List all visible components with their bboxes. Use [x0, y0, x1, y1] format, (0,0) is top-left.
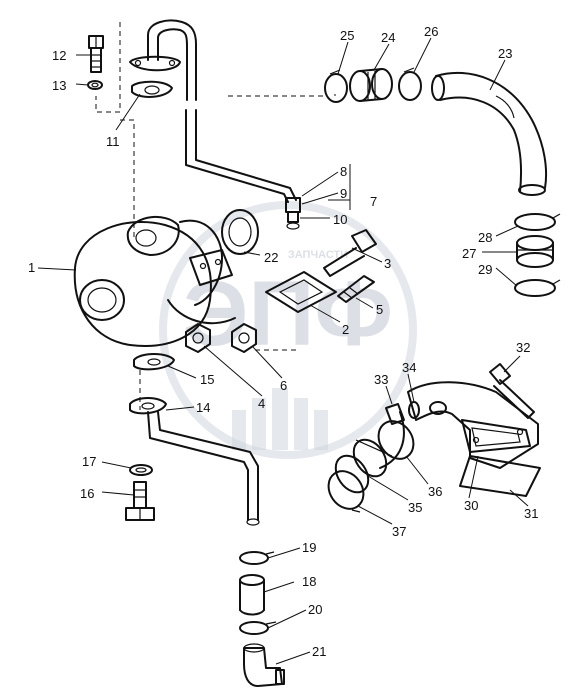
clamp-37: [327, 470, 365, 513]
callout-14: 14: [196, 400, 210, 415]
flange-15: [133, 353, 175, 371]
leader-lines: [37, 37, 529, 665]
clamp-29: [514, 279, 561, 297]
callout-24: 24: [381, 30, 395, 45]
callout-1: 1: [28, 260, 35, 275]
callout-5: 5: [376, 302, 383, 317]
callout-35: 35: [408, 500, 422, 515]
callout-12: 12: [52, 48, 66, 63]
callout-10: 10: [333, 212, 347, 227]
gasket-31: [459, 455, 541, 497]
hose-18: [239, 574, 265, 616]
clamp-28: [514, 213, 561, 231]
callout-32: 32: [516, 340, 530, 355]
return-pipe-14: [129, 397, 260, 526]
callout-2: 2: [342, 322, 349, 337]
washer-13: [87, 80, 103, 90]
elbow-fitting-21: [243, 643, 285, 687]
callout-19: 19: [302, 540, 316, 555]
callout-30: 30: [464, 498, 478, 513]
clamp-20: [239, 621, 277, 635]
callout-15: 15: [200, 372, 214, 387]
callout-17: 17: [82, 454, 96, 469]
callout-27: 27: [462, 246, 476, 261]
gasket-22: [221, 209, 259, 255]
nut-6: [231, 323, 257, 353]
sleeve-27: [516, 235, 554, 268]
reference-lines: [95, 22, 336, 410]
callout-13: 13: [52, 78, 66, 93]
callout-31: 31: [524, 506, 538, 521]
callout-7: 7: [370, 194, 377, 209]
callout-33: 33: [374, 372, 388, 387]
callout-11: 11: [106, 134, 120, 149]
manifold-elbow-30: [379, 381, 539, 469]
callout-23: 23: [498, 46, 512, 61]
clamp-36: [377, 420, 415, 460]
callout-8: 8: [340, 164, 347, 179]
callout-36: 36: [428, 484, 442, 499]
callout-4: 4: [258, 396, 265, 411]
elbow-hose-23: [431, 72, 548, 196]
callout-18: 18: [302, 574, 316, 589]
bolt-12: [88, 35, 104, 73]
washer-17: [129, 464, 153, 476]
bolt-3: [323, 229, 377, 277]
callout-37: 37: [392, 524, 406, 539]
bolt-32: [489, 363, 535, 419]
watermark-caption: ЗАПЧАСТИ: [288, 249, 348, 261]
bolt-16: [125, 481, 155, 521]
callout-16: 16: [80, 486, 94, 501]
callout-6: 6: [280, 378, 287, 393]
stud-5: [337, 275, 375, 303]
callout-3: 3: [384, 256, 391, 271]
callout-labels: 1 2 3 4 5 6 7 8 9 10 11 12 13 14 15 16 1…: [28, 24, 538, 659]
callout-25: 25: [340, 28, 354, 43]
callout-34: 34: [402, 360, 416, 375]
turbocharger: [73, 215, 236, 347]
clamp-26: [398, 67, 422, 101]
callout-26: 26: [424, 24, 438, 39]
oil-supply-pipe: [129, 19, 301, 230]
clamp-25: [324, 69, 348, 103]
callout-9: 9: [340, 186, 347, 201]
callout-29: 29: [478, 262, 492, 277]
nut-4: [185, 323, 211, 353]
callout-21: 21: [312, 644, 326, 659]
callout-28: 28: [478, 230, 492, 245]
bolt-33: [385, 403, 405, 425]
hose-24: [349, 68, 393, 102]
gasket-2: [265, 271, 337, 313]
callout-20: 20: [308, 602, 322, 617]
callout-22: 22: [264, 250, 278, 265]
